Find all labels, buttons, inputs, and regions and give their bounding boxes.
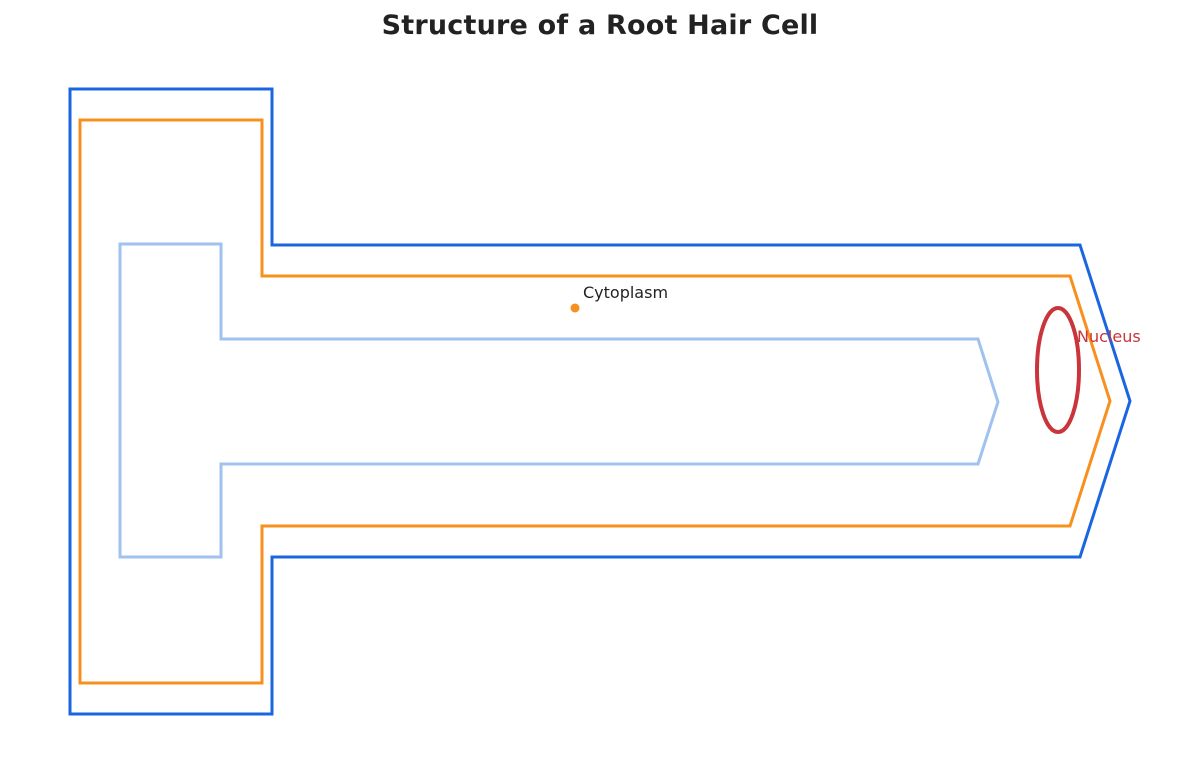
cytoplasm-marker (570, 303, 580, 313)
cytoplasm-label: Cytoplasm (583, 283, 668, 302)
nucleus-shape (1035, 306, 1081, 434)
vacuole-outline (118, 242, 1000, 559)
nucleus-label: Nucleus (1077, 327, 1141, 346)
cell-wall-outline (68, 87, 1132, 716)
cell-membrane-outline (78, 118, 1112, 685)
diagram-title: Structure of a Root Hair Cell (381, 10, 819, 41)
